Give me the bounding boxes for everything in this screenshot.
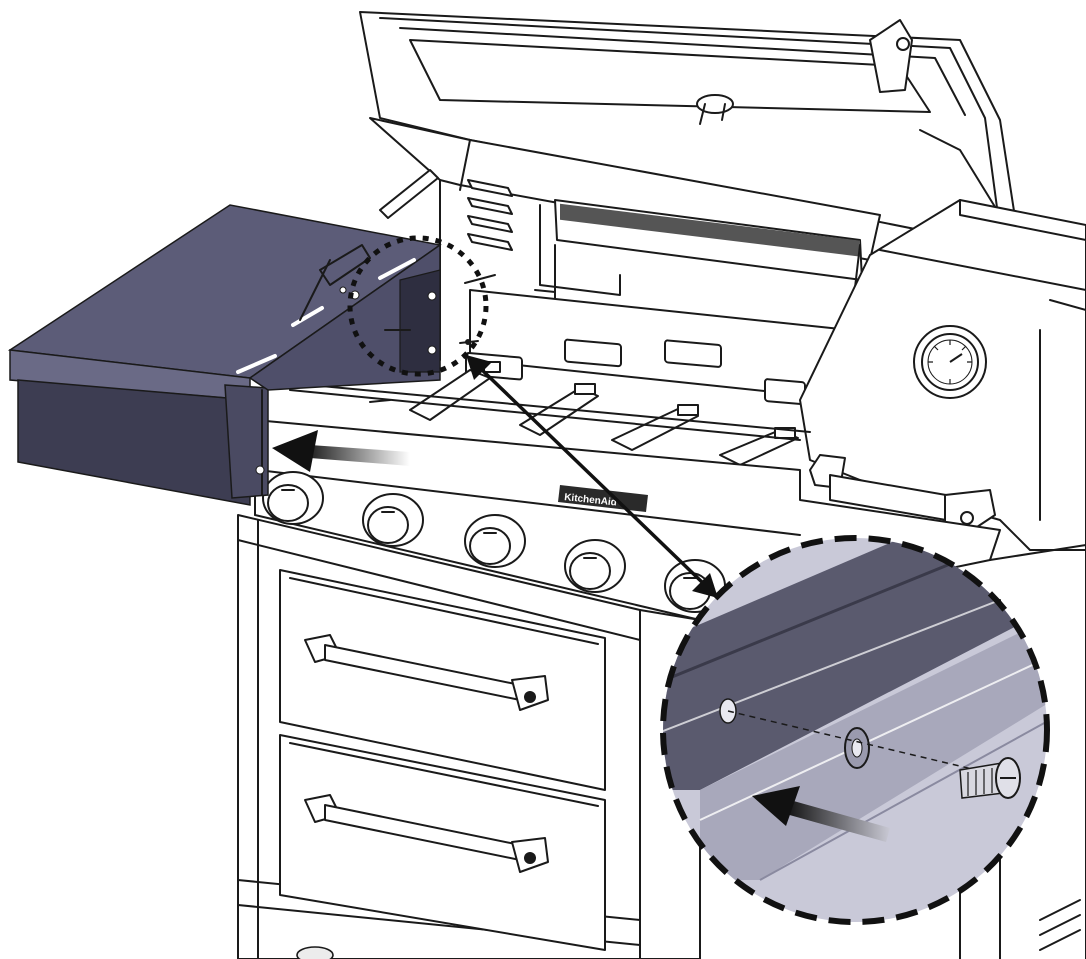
knob-2-icon xyxy=(362,493,424,547)
zoom-detail-view xyxy=(660,535,1050,925)
lower-drawer xyxy=(279,734,606,951)
slide-left-arrow-icon xyxy=(272,430,410,472)
brand-label: KitchenAid xyxy=(564,492,618,508)
screw-icon xyxy=(959,757,1021,799)
leader-arrow-icon xyxy=(466,355,718,598)
side-burner-hood xyxy=(799,199,1086,551)
lid-vent-icon xyxy=(696,94,734,125)
dotted-callout-circle xyxy=(347,235,489,377)
side-shelf xyxy=(7,204,442,506)
knob-3-icon xyxy=(464,514,526,568)
knob-4-icon xyxy=(564,539,626,593)
brand-plate: KitchenAid xyxy=(558,485,648,512)
knob-1-icon xyxy=(262,471,324,525)
thermometer-gauge-icon xyxy=(913,325,987,399)
vent-slots xyxy=(467,179,513,251)
upper-drawer xyxy=(279,569,606,791)
firebox xyxy=(369,117,881,406)
grill-lid xyxy=(359,11,1021,251)
detail-arrow-icon xyxy=(752,786,890,842)
